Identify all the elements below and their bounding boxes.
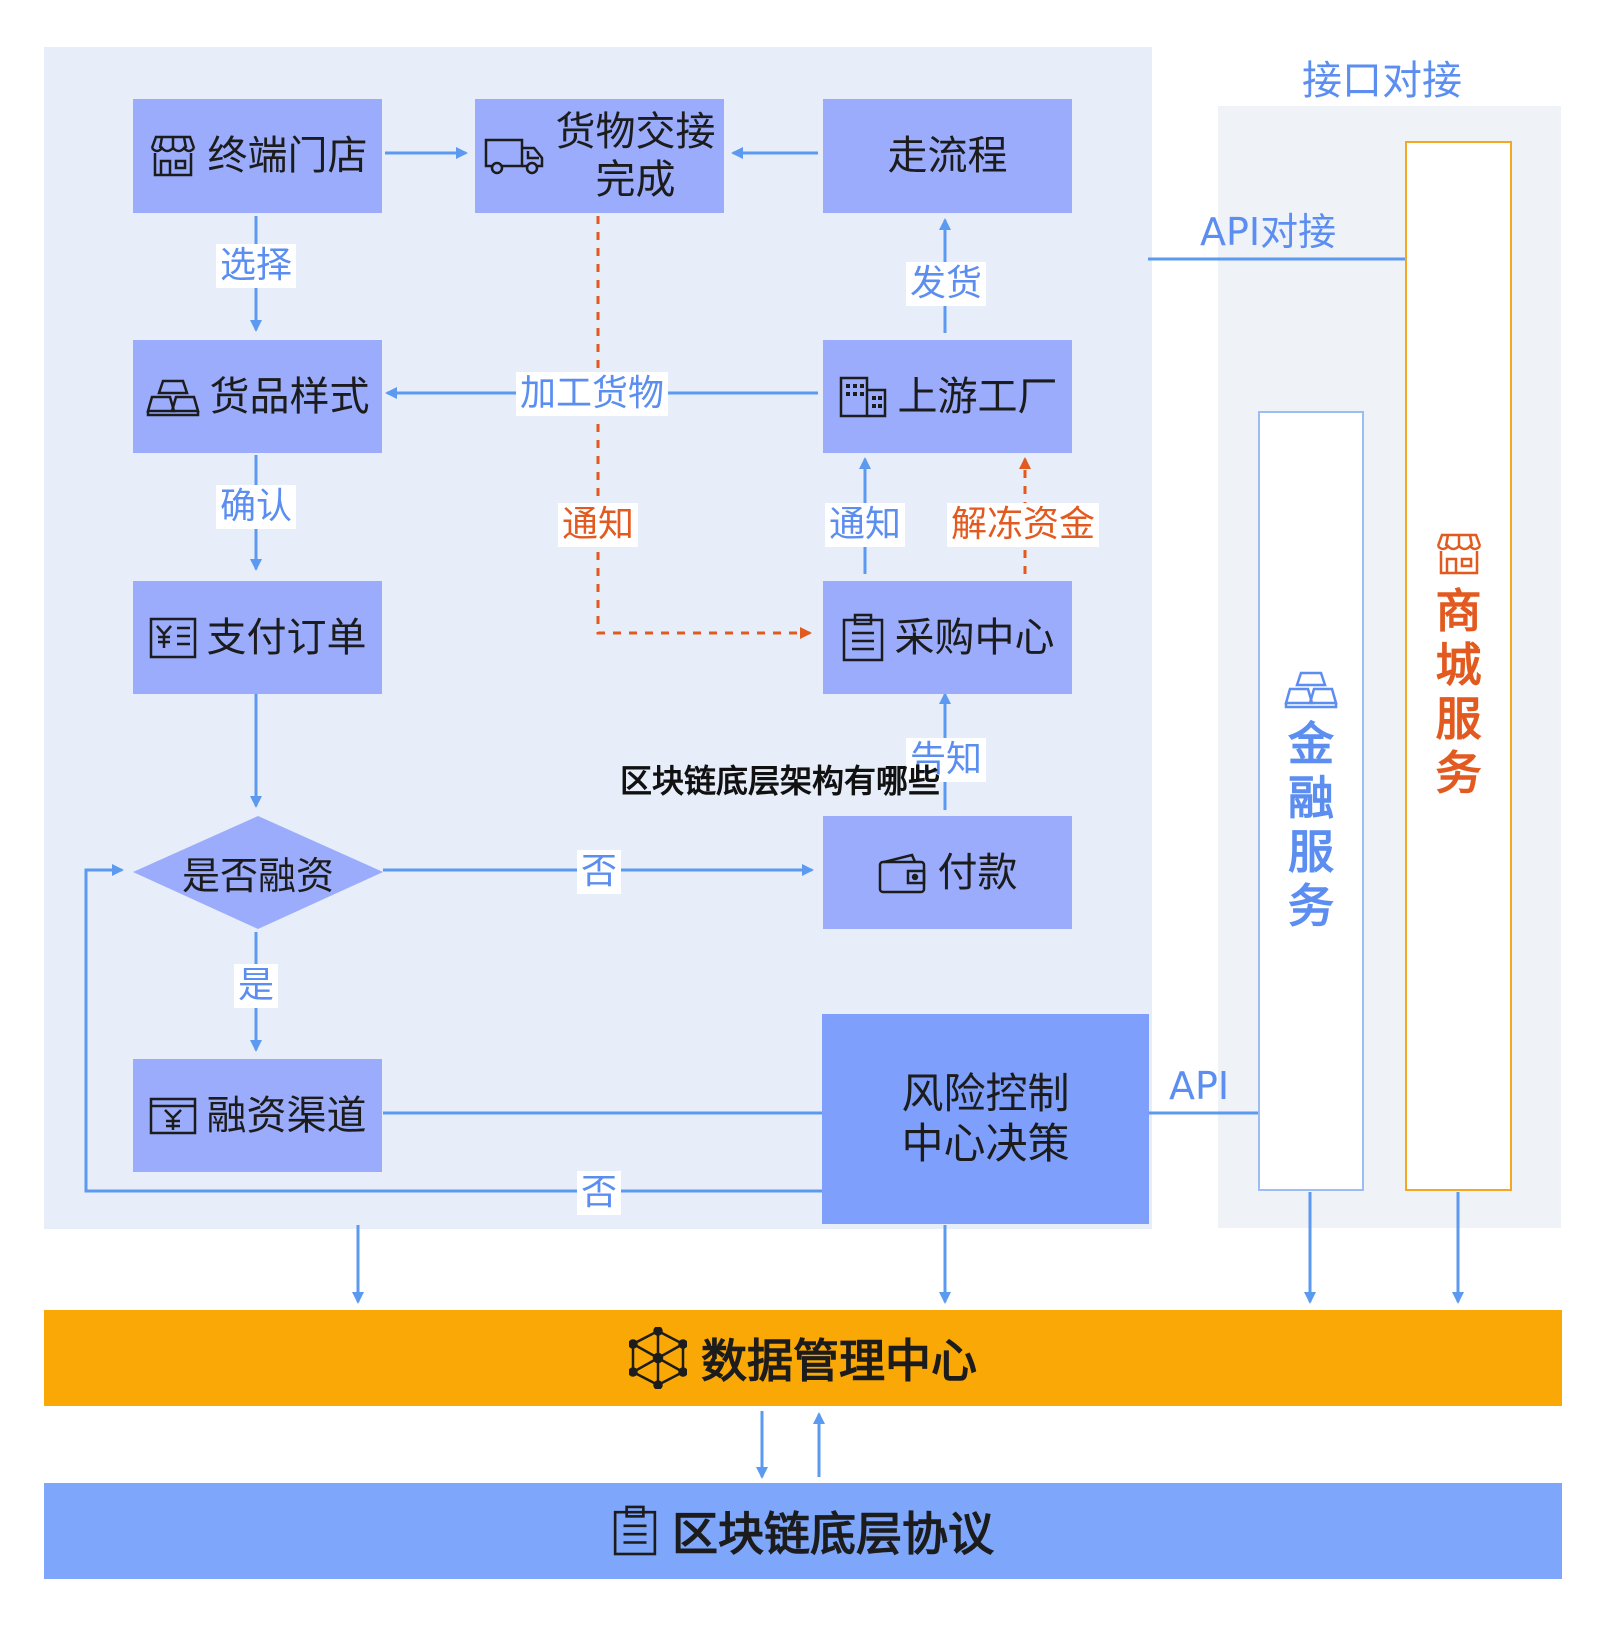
edge-label-api-docking: API对接	[1200, 210, 1337, 254]
yen-receipt-icon	[149, 616, 197, 660]
edge-label-unfreeze-funds: 解冻资金	[947, 503, 1100, 547]
band-data-center-label: 数据管理中心	[701, 1334, 977, 1388]
mall-service-char-1: 商	[1435, 584, 1482, 638]
interface-title: 接口对接	[1302, 58, 1462, 104]
edge-label-notify-right: 通知	[825, 503, 906, 547]
node-goods-style: 货品样式	[133, 340, 382, 453]
node-risk-control: 风险控制 中心决策	[822, 1014, 1149, 1224]
node-procurement-center-label: 采购中心	[894, 614, 1055, 661]
gold-bars-icon	[145, 377, 200, 417]
gold-bars-icon	[1283, 669, 1339, 709]
node-workflow-label: 走流程	[887, 133, 1008, 179]
node-pay-order-label: 支付订单	[206, 614, 367, 661]
yen-card-icon	[149, 1096, 197, 1136]
clipboard-icon	[841, 613, 885, 663]
node-procurement-center: 采购中心	[823, 581, 1072, 694]
edge-label-confirm: 确认	[216, 485, 297, 529]
edge-label-ship: 发货	[906, 262, 987, 306]
edge-label-api: API	[1169, 1064, 1230, 1108]
column-financial-service: 金 融 服 务	[1258, 411, 1364, 1191]
mall-service-char-4: 务	[1435, 746, 1482, 800]
edge-label-inform: 告知	[906, 738, 987, 782]
band-blockchain-protocol-label: 区块链底层协议	[672, 1507, 994, 1561]
storefront-icon	[1434, 532, 1484, 576]
node-pay-order: 支付订单	[133, 581, 382, 694]
arrow-handover-notify-procurement	[596, 216, 812, 639]
node-upstream-factory-label: 上游工厂	[897, 373, 1058, 420]
node-financing-channel-label: 融资渠道	[206, 1092, 367, 1139]
node-risk-control-line-2: 中心决策	[901, 1119, 1070, 1168]
edge-label-notify-left: 通知	[558, 503, 639, 547]
node-goods-handover-line-1: 货物交接	[555, 109, 716, 155]
node-financing-decision-label: 是否融资	[181, 854, 334, 898]
network-cube-icon	[629, 1327, 687, 1389]
node-terminal-store: 终端门店	[133, 99, 382, 213]
node-goods-handover-line-2: 完成	[595, 157, 676, 203]
clipboard-icon	[612, 1503, 658, 1559]
node-workflow: 走流程	[823, 99, 1072, 213]
node-financing-channel: 融资渠道	[133, 1059, 382, 1172]
column-mall-service: 商 城 服 务	[1405, 141, 1512, 1191]
financial-service-char-4: 务	[1288, 879, 1334, 933]
node-payment: 付款	[823, 816, 1072, 929]
node-payment-label: 付款	[937, 849, 1018, 896]
financial-service-char-1: 金	[1288, 717, 1334, 771]
edge-label-no-loop: 否	[577, 1171, 622, 1215]
edge-label-no-payment: 否	[577, 850, 622, 894]
financial-service-char-2: 融	[1288, 771, 1334, 825]
node-terminal-store-label: 终端门店	[207, 133, 368, 179]
arrow-risk-loop-to-decision	[84, 864, 860, 1193]
overlay-title: 区块链底层架构有哪些	[620, 762, 941, 800]
node-upstream-factory: 上游工厂	[823, 340, 1072, 453]
financial-service-char-3: 服	[1288, 825, 1334, 879]
mall-service-char-3: 服	[1435, 692, 1482, 746]
edge-label-yes: 是	[234, 964, 279, 1008]
node-goods-handover: 货物交接 完成	[475, 99, 724, 213]
edge-label-select: 选择	[216, 244, 297, 288]
band-data-center: 数据管理中心	[44, 1310, 1562, 1406]
storefront-icon	[148, 134, 198, 178]
node-risk-control-line-1: 风险控制	[901, 1068, 1070, 1118]
decision-diamond-shape	[133, 816, 383, 929]
truck-icon	[484, 136, 546, 176]
band-blockchain-protocol: 区块链底层协议	[44, 1483, 1562, 1579]
mall-service-char-2: 城	[1435, 638, 1482, 692]
wallet-icon	[878, 852, 928, 894]
node-goods-style-label: 货品样式	[209, 373, 370, 420]
factory-icon	[838, 374, 888, 420]
edge-label-process-goods: 加工货物	[516, 372, 669, 416]
node-financing-decision: 是否融资	[133, 816, 383, 929]
